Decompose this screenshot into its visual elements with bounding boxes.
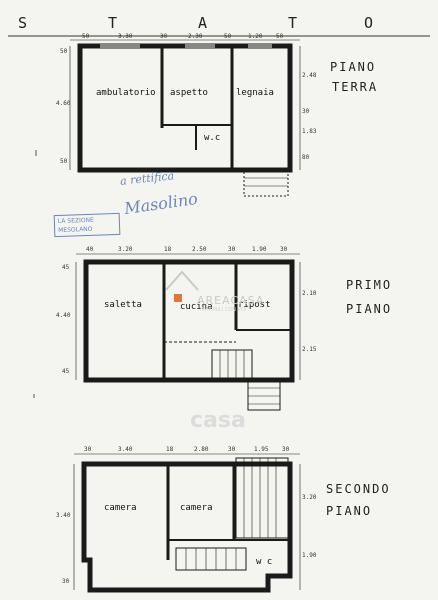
dimension-label: 1.83 — [302, 128, 317, 135]
dimension-label: 30 — [282, 446, 290, 453]
office-stamp: LA SEZIONE MESOLANO — [53, 212, 121, 238]
dimension-label: 2.10 — [302, 290, 317, 297]
dimension-label: 1.90 — [302, 552, 317, 559]
dimension-label: 3.30 — [118, 33, 133, 40]
room-label: cucina — [180, 302, 213, 312]
dimension-label: 2.48 — [302, 72, 317, 79]
dimension-label: 40 — [86, 246, 94, 253]
dimension-label: 1.90 — [252, 246, 267, 253]
dimension-label: 50 — [276, 33, 284, 40]
stato-letter: S — [18, 14, 28, 32]
room-label: ripost — [238, 300, 271, 310]
dimension-label: 30 — [228, 446, 236, 453]
dimension-label: 4.40 — [56, 312, 71, 319]
dimension-label: 50 — [60, 48, 68, 55]
room-label: aspetto — [170, 88, 208, 98]
room-label: ambulatorio — [96, 88, 156, 98]
dimension-label: 2.80 — [194, 446, 209, 453]
dimension-label: 1.20 — [248, 33, 263, 40]
room-label: camera — [180, 503, 213, 513]
room-label: camera — [104, 503, 137, 513]
watermark-logo-square — [174, 294, 182, 302]
first-floor-label-2: PIANO — [346, 302, 393, 316]
dimension-label: 3.20 — [118, 246, 133, 253]
second-floor-label-1: SECONDO — [326, 482, 391, 496]
dimension-label: 45 — [62, 368, 70, 375]
stato-letter: T — [288, 14, 298, 32]
dimension-label: 2.30 — [188, 33, 203, 40]
watermark-roof-icon — [165, 270, 199, 291]
room-label: legnaia — [236, 88, 274, 98]
dimension-label: 2.50 — [192, 246, 207, 253]
dimension-label: 4.60 — [56, 100, 71, 107]
dimension-label: 50 — [224, 33, 232, 40]
first-floor-plan — [75, 253, 301, 411]
second-floor-plan — [73, 453, 301, 593]
stamp-line: MESOLANO — [58, 225, 93, 235]
dimension-label: 3.40 — [118, 446, 133, 453]
dimension-label: 3.40 — [56, 512, 71, 519]
ground-floor-plan — [69, 39, 301, 197]
stato-letter: O — [364, 14, 374, 32]
dimension-label: 30 — [228, 246, 236, 253]
dimension-label: 30 — [280, 246, 288, 253]
room-label: w c — [256, 557, 273, 567]
dimension-label: 30 — [160, 33, 168, 40]
second-floor-label-2: PIANO — [326, 504, 373, 518]
dimension-label: 3.20 — [302, 494, 317, 501]
dimension-label: 50 — [60, 158, 68, 165]
dimension-label: 50 — [82, 33, 90, 40]
dimension-label: 1.95 — [254, 446, 269, 453]
dimension-label: 30 — [62, 578, 70, 585]
room-label: saletta — [104, 300, 142, 310]
watermark-site: casa — [190, 408, 246, 433]
watermark-tagline: IMMOBILI CON VOI — [200, 307, 247, 313]
ground-floor-label-1: PIANO — [330, 60, 377, 74]
dimension-label: 30 — [84, 446, 92, 453]
dimension-label: 45 — [62, 264, 70, 271]
watermark-brand: AREACASA — [197, 294, 265, 307]
dimension-label: 30 — [302, 108, 310, 115]
dimension-label: 2.15 — [302, 346, 317, 353]
first-floor-label-1: PRIMO — [346, 278, 393, 292]
stato-letter: A — [198, 14, 208, 32]
stato-letter: T — [108, 14, 118, 32]
ground-floor-label-2: TERRA — [332, 80, 379, 94]
room-label: w.c — [204, 133, 221, 143]
dimension-label: 18 — [166, 446, 174, 453]
dimension-label: 80 — [302, 154, 310, 161]
dimension-label: 18 — [164, 246, 172, 253]
